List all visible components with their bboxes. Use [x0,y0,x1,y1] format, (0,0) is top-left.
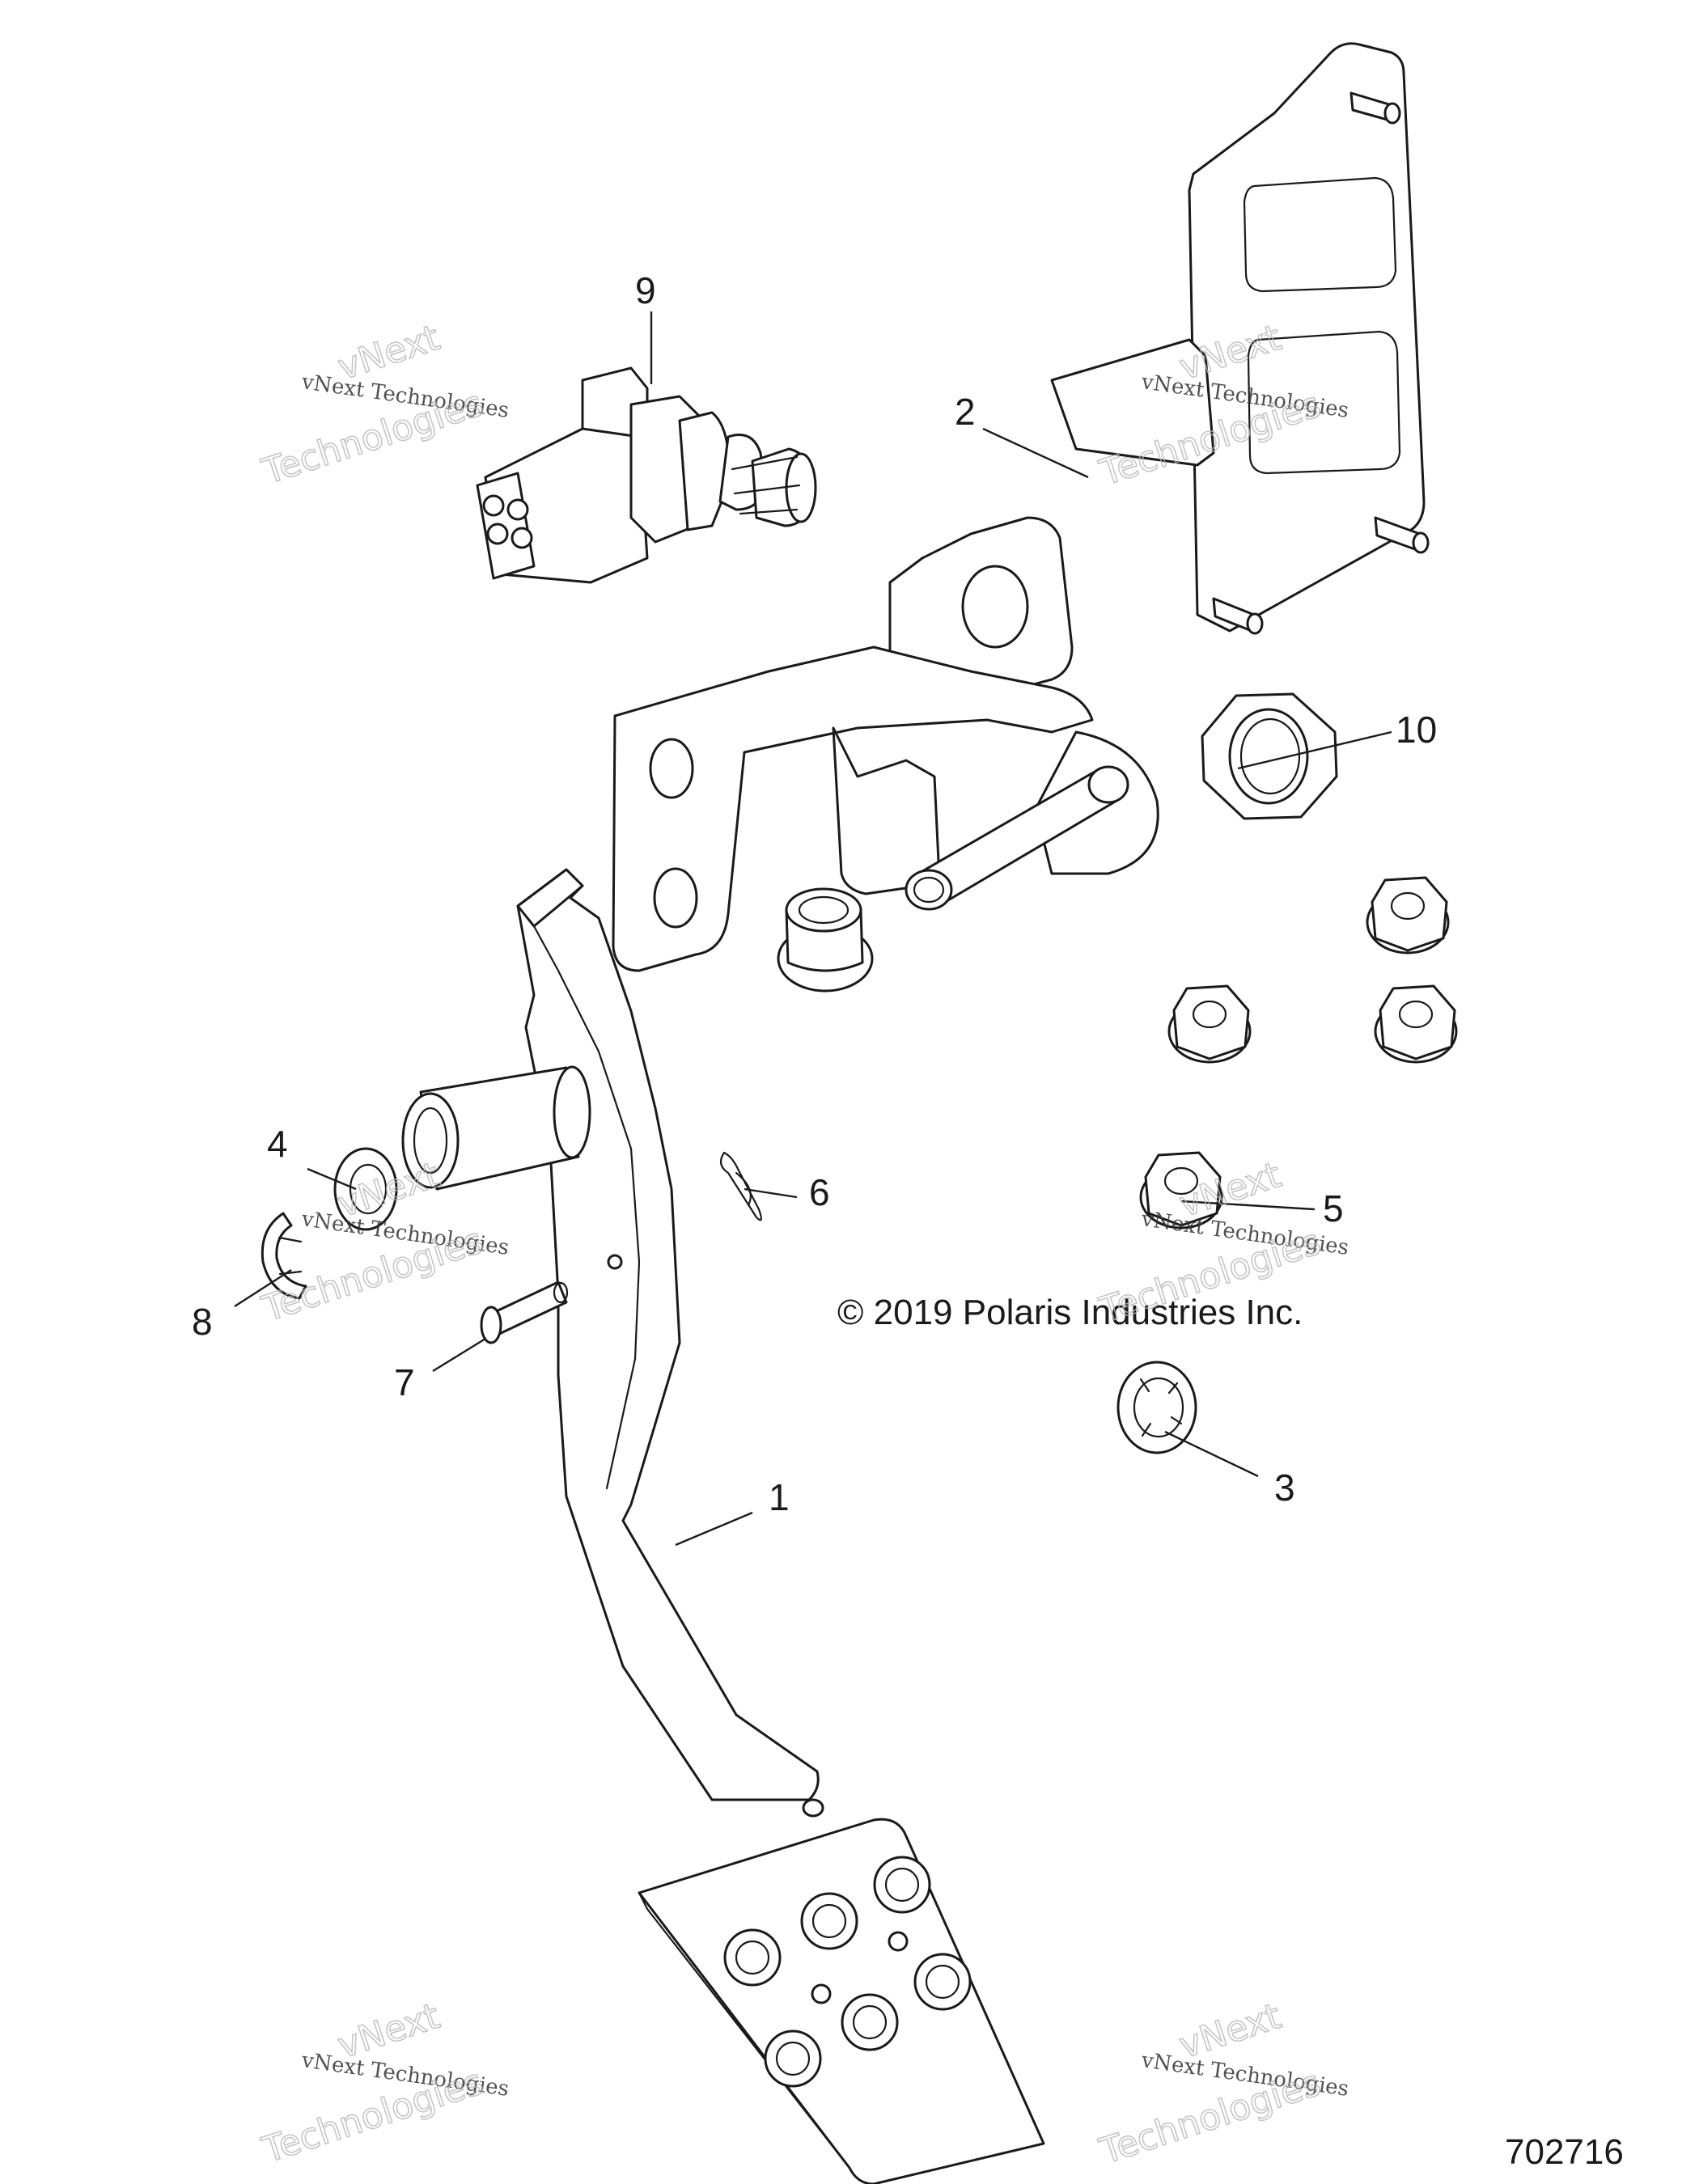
part-5-flange-nuts [1139,876,1458,1230]
part-2-bracket [612,42,1430,972]
callout-labels: 1 2 3 4 5 6 7 8 9 10 [192,269,1437,1518]
callout-3: 3 [1274,1467,1295,1509]
drawing-number: 702716 [1505,2132,1624,2172]
callout-6: 6 [809,1171,830,1213]
callout-2: 2 [955,391,976,433]
copyright-notice: © 2019 Polaris Industries Inc. [837,1293,1303,1332]
part-9-sensor-switch [476,366,817,584]
watermark-top-left: vNext vNext Technologies Technologies [256,316,511,493]
callout-4: 4 [267,1123,288,1165]
callout-1: 1 [769,1476,790,1518]
callout-5: 5 [1323,1187,1344,1230]
watermark-bottom-left: vNext vNext Technologies Technologies [256,1995,511,2172]
part-4-spacer [333,1147,398,1231]
callout-7: 7 [394,1361,415,1403]
part-8-e-clip [261,1212,307,1300]
part-7-clevis-pin [480,1280,569,1344]
callout-8: 8 [192,1301,213,1343]
callout-10: 10 [1396,709,1437,751]
part-1-pedal-arm [401,868,1045,2184]
leader-lines [234,311,1392,1547]
watermark-bottom-right: vNext vNext Technologies Technologies [1094,1995,1350,2173]
part-10-hex-nut [1201,692,1338,820]
callout-9: 9 [635,269,656,311]
part-3-washer [1116,1361,1197,1454]
part-6-hairpin-clip [719,1151,762,1221]
bushing [777,887,874,993]
